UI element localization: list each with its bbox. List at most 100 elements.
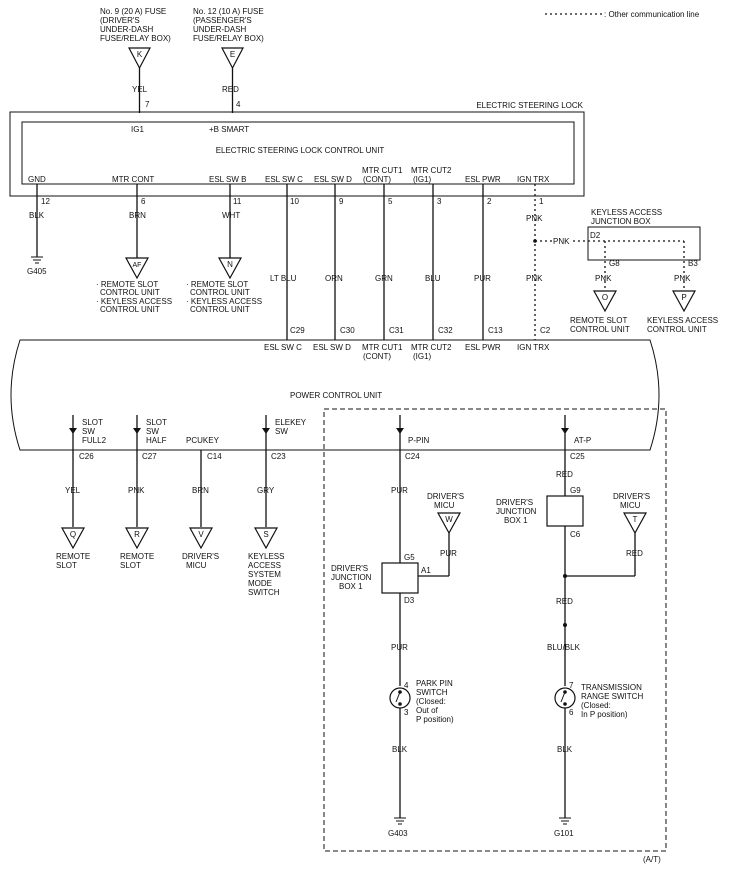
svg-text:HALF: HALF: [146, 436, 167, 445]
svg-text:ELEKEY: ELEKEY: [275, 418, 307, 427]
svg-text:REMOTE: REMOTE: [56, 552, 90, 561]
label-kajb: KEYLESS ACCESS JUNCTION BOX: [591, 208, 662, 226]
pin-11: 11: [233, 197, 242, 206]
svg-text:BOX 1: BOX 1: [504, 516, 528, 525]
svg-text:K: K: [137, 50, 143, 59]
wire-red-lower: RED: [556, 597, 573, 606]
svg-text:SLOT: SLOT: [146, 418, 167, 427]
term-mtr-cont: MTR CONT: [112, 175, 154, 184]
pin-2: 2: [487, 197, 492, 206]
svg-text:DRIVER'S: DRIVER'S: [182, 552, 219, 561]
svg-text:(Closed:: (Closed:: [581, 701, 611, 710]
svg-text:FUSE/RELAY BOX): FUSE/RELAY BOX): [193, 34, 264, 43]
term-mtr-cut1: MTR CUT1: [362, 166, 403, 175]
fuse-12: No. 12 (10 A) FUSE (PASSENGER'S UNDER-DA…: [193, 7, 264, 43]
pin-pp-3: 3: [404, 708, 409, 717]
svg-text:CONTROL UNIT: CONTROL UNIT: [100, 305, 160, 314]
at-region: [323, 408, 667, 852]
pin-d2: D2: [590, 231, 601, 240]
svg-text:CONTROL UNIT: CONTROL UNIT: [647, 325, 707, 334]
drivers-junction-box-right: [546, 495, 584, 527]
svg-text:CONTROL UNIT: CONTROL UNIT: [190, 288, 250, 297]
svg-text:REMOTE SLOT: REMOTE SLOT: [570, 316, 627, 325]
pin-tr-6: 6: [569, 708, 574, 717]
ground-g405: G405: [27, 267, 47, 276]
svg-text:E: E: [230, 50, 235, 59]
pcu-term-esl-sw-c: ESL SW C: [264, 343, 302, 352]
pcu-term-ign-trx: IGN TRX: [517, 343, 550, 352]
svg-text:UNDER-DASH: UNDER-DASH: [193, 25, 247, 34]
esl-control-unit-box: [21, 121, 575, 185]
label-transmission-range-switch: TRANSMISSION RANGE SWITCH (Closed: In P …: [581, 683, 643, 719]
term-mtr-cut2-sub: (IG1): [413, 175, 432, 184]
svg-text:REMOTE: REMOTE: [120, 552, 154, 561]
connector-v: V: [188, 527, 214, 550]
wire-grn: GRN: [375, 274, 393, 283]
wire-orn: ORN: [325, 274, 343, 283]
label-n: · REMOTE SLOT CONTROL UNIT · KEYLESS ACC…: [186, 280, 262, 314]
label-park-pin-switch: PARK PIN SWITCH (Closed: Out of P positi…: [416, 679, 454, 724]
pcu-term-mtr-cut2-sub: (IG1): [413, 352, 432, 361]
pin-d3: D3: [404, 596, 415, 605]
conn-c24: C24: [405, 452, 420, 461]
svg-text:BOX 1: BOX 1: [339, 582, 363, 591]
label-djb-left: DRIVER'S JUNCTION BOX 1: [331, 564, 372, 591]
connector-e: E: [221, 47, 244, 70]
pin-7: 7: [145, 100, 150, 109]
conn-c26: C26: [79, 452, 94, 461]
label-remote-slot-q: REMOTE SLOT: [56, 552, 90, 570]
label-o: REMOTE SLOT CONTROL UNIT: [570, 316, 630, 334]
svg-text:· REMOTE SLOT: · REMOTE SLOT: [96, 280, 158, 289]
term-mtr-cut1-sub: (CONT): [363, 175, 391, 184]
wire-pur-lower: PUR: [391, 643, 408, 652]
pcu-term-slot-half: SLOT SW HALF: [133, 415, 167, 450]
svg-text:MICU: MICU: [620, 501, 641, 510]
term-gnd: GND: [28, 175, 46, 184]
svg-text:SW: SW: [82, 427, 95, 436]
svg-text:DRIVER'S: DRIVER'S: [496, 498, 533, 507]
connector-t: T: [622, 512, 648, 535]
esl-outer-box: [9, 111, 585, 197]
pcu-term-mtr-cut1: MTR CUT1: [362, 343, 403, 352]
pin-5: 5: [388, 197, 393, 206]
wire-pnk-p: PNK: [674, 274, 691, 283]
wire-blk-gnd: BLK: [29, 211, 45, 220]
conn-c29: C29: [290, 326, 305, 335]
svg-text:· REMOTE SLOT: · REMOTE SLOT: [186, 280, 248, 289]
svg-text:KEYLESS: KEYLESS: [248, 552, 284, 561]
svg-text:JUNCTION: JUNCTION: [331, 573, 372, 582]
label-djb-right: DRIVER'S JUNCTION BOX 1: [496, 498, 537, 525]
wire-blk-tr: BLK: [557, 745, 573, 754]
conn-c27: C27: [142, 452, 157, 461]
pcu-title: POWER CONTROL UNIT: [290, 391, 382, 400]
connector-k: K: [128, 47, 151, 70]
term-bsmart: +B SMART: [209, 125, 249, 134]
svg-text:FUSE/RELAY BOX): FUSE/RELAY BOX): [100, 34, 171, 43]
svg-text:DRIVER'S: DRIVER'S: [331, 564, 368, 573]
pcu-term-esl-sw-d: ESL SW D: [313, 343, 351, 352]
pin-10: 10: [290, 197, 299, 206]
wire-red-atp: RED: [556, 470, 573, 479]
svg-text:CONTROL UNIT: CONTROL UNIT: [190, 305, 250, 314]
svg-text:SLOT: SLOT: [56, 561, 77, 570]
pin-a1: A1: [421, 566, 431, 575]
svg-text:SWITCH: SWITCH: [248, 588, 280, 597]
pin-b3: B3: [688, 259, 698, 268]
pcu-term-pcukey: PCUKEY: [186, 436, 220, 445]
svg-text:SWITCH: SWITCH: [416, 688, 448, 697]
svg-text:TRANSMISSION: TRANSMISSION: [581, 683, 642, 692]
pin-tr-7: 7: [569, 681, 574, 690]
svg-text:MODE: MODE: [248, 579, 272, 588]
svg-text:KEYLESS ACCESS: KEYLESS ACCESS: [647, 316, 718, 325]
conn-c2: C2: [540, 326, 551, 335]
svg-text:SW: SW: [275, 427, 288, 436]
label-p: KEYLESS ACCESS CONTROL UNIT: [647, 316, 718, 334]
svg-text:T: T: [633, 515, 638, 524]
conn-c23: C23: [271, 452, 286, 461]
pcu-term-mtr-cut1-sub: (CONT): [363, 352, 391, 361]
term-esl-sw-b: ESL SW B: [209, 175, 247, 184]
fuse-9: No. 9 (20 A) FUSE (DRIVER'S UNDER-DASH F…: [100, 7, 171, 43]
conn-c14: C14: [207, 452, 222, 461]
pcu-outline: [10, 339, 660, 451]
